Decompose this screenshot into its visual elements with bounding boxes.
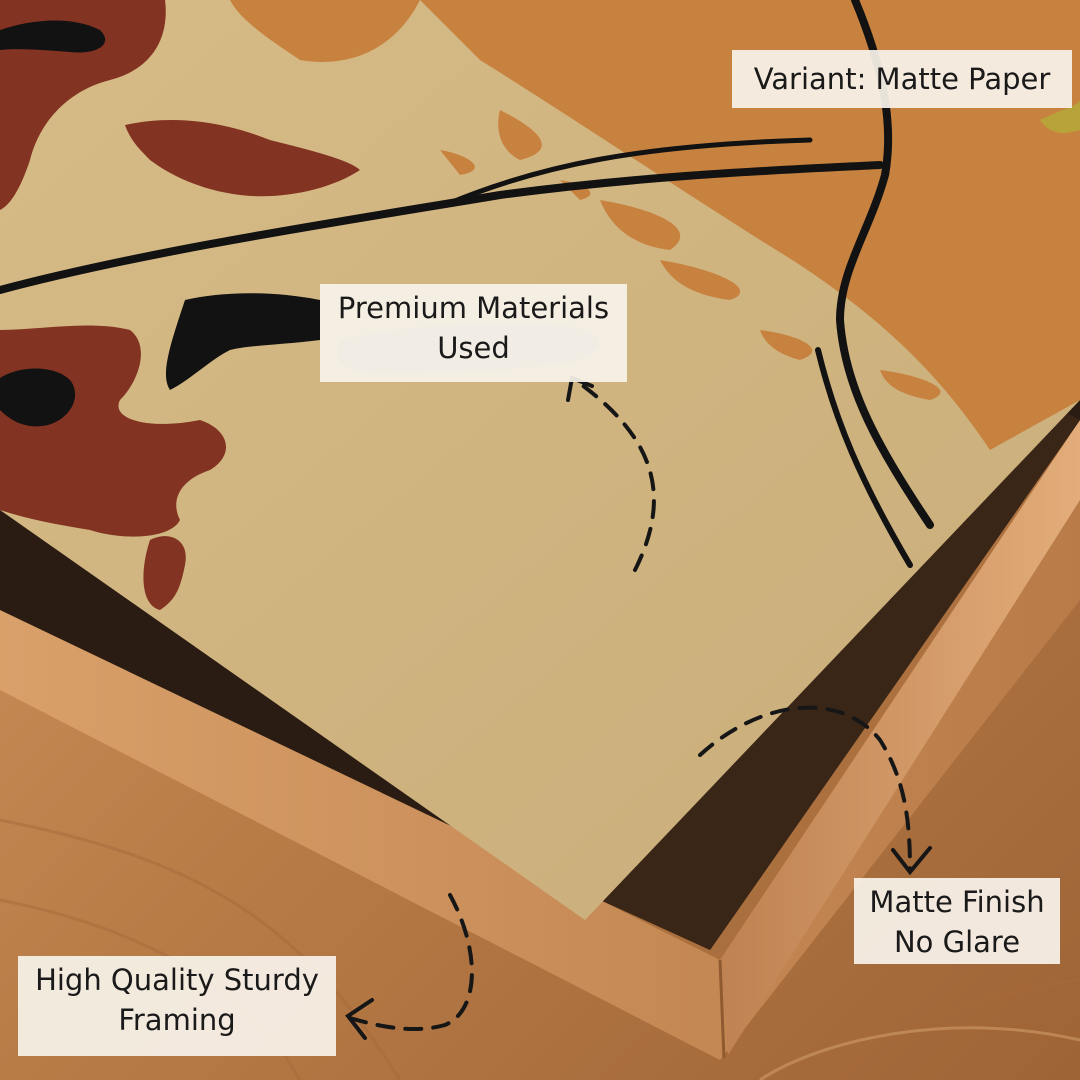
arrowhead-framing-icon bbox=[345, 998, 374, 1040]
black-ink-shape bbox=[0, 20, 320, 427]
arrow-matte bbox=[698, 705, 912, 872]
framing-callout: High Quality Sturdy Framing bbox=[18, 956, 336, 1056]
paint-splatter bbox=[230, 0, 941, 400]
variant-label: Variant: Matte Paper bbox=[732, 50, 1072, 108]
matte-line-1: Matte Finish bbox=[869, 885, 1045, 919]
matte-finish-callout: Matte Finish No Glare bbox=[854, 878, 1060, 964]
arrow-framing bbox=[348, 893, 474, 1032]
dashed-arrows bbox=[348, 378, 912, 1032]
arrow-premium bbox=[573, 378, 656, 572]
matte-line-2: No Glare bbox=[893, 925, 1021, 959]
premium-materials-callout: Premium Materials Used bbox=[320, 284, 627, 382]
premium-line-1: Premium Materials bbox=[337, 291, 610, 325]
framing-line-2: Framing bbox=[118, 1003, 236, 1037]
variant-text: Variant: Matte Paper bbox=[753, 62, 1051, 96]
premium-line-2: Used bbox=[437, 331, 510, 365]
arrowhead-matte-icon bbox=[891, 846, 932, 876]
framing-line-1: High Quality Sturdy bbox=[35, 963, 319, 997]
